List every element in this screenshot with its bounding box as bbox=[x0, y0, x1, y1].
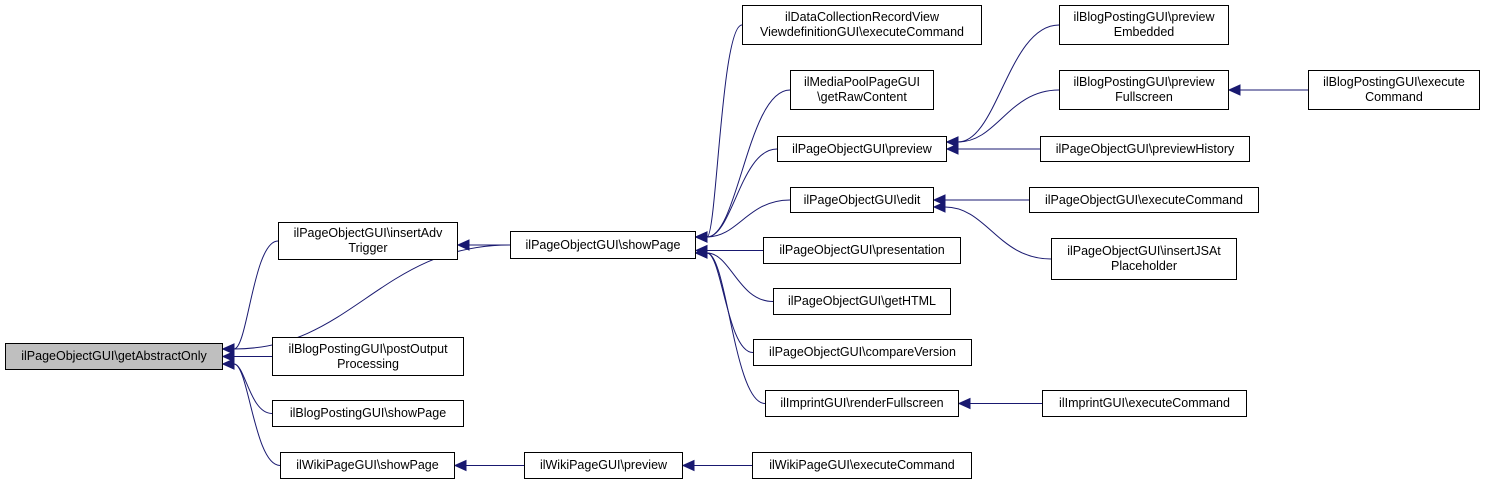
node-getAbstractOnly[interactable]: ilPageObjectGUI\getAbstractOnly bbox=[5, 343, 223, 370]
node-previewHistory[interactable]: ilPageObjectGUI\previewHistory bbox=[1040, 136, 1250, 162]
node-preview[interactable]: ilPageObjectGUI\preview bbox=[777, 136, 947, 162]
node-label-line: ilBlogPostingGUI\execute bbox=[1323, 75, 1465, 89]
arrowhead-icon bbox=[945, 136, 959, 148]
node-presentation[interactable]: ilPageObjectGUI\presentation bbox=[763, 237, 961, 264]
node-label-line: ilPageObjectGUI\insertJSAt bbox=[1067, 244, 1221, 258]
node-blogShowPage[interactable]: ilBlogPostingGUI\showPage bbox=[272, 400, 464, 427]
node-label-line: ilPageObjectGUI\showPage bbox=[525, 237, 681, 252]
node-label-line: ilPageObjectGUI\previewHistory bbox=[1055, 141, 1235, 156]
node-wikiExecuteCommand[interactable]: ilWikiPageGUI\executeCommand bbox=[752, 452, 972, 479]
node-showPage[interactable]: ilPageObjectGUI\showPage bbox=[510, 231, 696, 259]
edge-blogPreviewFullscreen-to-preview bbox=[957, 89, 1060, 143]
node-label-line: ilPageObjectGUI\compareVersion bbox=[769, 345, 956, 359]
node-label-line: Embedded bbox=[1113, 25, 1175, 39]
node-label-line: Command bbox=[1365, 90, 1423, 104]
node-label-line: Fullscreen bbox=[1115, 90, 1173, 104]
node-label-line: ilPageObjectGUI\preview bbox=[792, 141, 932, 156]
node-wikiShowPage[interactable]: ilWikiPageGUI\showPage bbox=[280, 452, 455, 479]
arrowhead-icon bbox=[1227, 84, 1241, 96]
node-mediaPool[interactable]: ilMediaPoolPageGUI\getRawContent bbox=[790, 70, 934, 110]
arrowhead-icon bbox=[932, 201, 946, 213]
node-label-line: Trigger bbox=[348, 241, 388, 255]
edge-edit-to-showPage bbox=[706, 199, 791, 238]
node-label-line: \getRawContent bbox=[817, 90, 907, 104]
node-label-line: ilBlogPostingGUI\postOutput bbox=[288, 341, 448, 356]
arrowhead-icon bbox=[221, 350, 235, 363]
arrowhead-icon bbox=[694, 247, 708, 259]
node-getHTML[interactable]: ilPageObjectGUI\getHTML bbox=[773, 288, 951, 315]
edge-getHTML-to-showPage bbox=[706, 252, 774, 302]
edge-insertJSAtPlaceholder-to-edit bbox=[944, 206, 1052, 260]
node-label-line: ilBlogPostingGUI\preview bbox=[1073, 75, 1215, 89]
node-label-line: ilPageObjectGUI\edit bbox=[803, 192, 921, 207]
edge-wikiShowPage-to-getAbstractOnly bbox=[233, 363, 281, 466]
node-label-line: ilPageObjectGUI\insertAdv bbox=[293, 226, 443, 240]
arrowhead-icon bbox=[681, 459, 695, 472]
node-label-line: Placeholder bbox=[1110, 259, 1177, 273]
edge-blogShowPage-to-getAbstractOnly bbox=[233, 363, 273, 414]
edge-blogPreviewEmbedded-to-preview bbox=[957, 24, 1060, 143]
arrowhead-icon bbox=[453, 459, 467, 472]
node-label-line: ViewdefinitionGUI\executeCommand bbox=[759, 25, 965, 39]
edge-insertAdvTrigger-to-getAbstractOnly bbox=[233, 240, 279, 350]
node-compareVersion[interactable]: ilPageObjectGUI\compareVersion bbox=[753, 339, 972, 366]
edge-preview-to-showPage bbox=[706, 148, 778, 238]
node-label-line: ilDataCollectionRecordView bbox=[784, 10, 939, 24]
edge-compareVersion-to-showPage bbox=[706, 252, 754, 353]
node-label-line: ilPageObjectGUI\getAbstractOnly bbox=[21, 349, 207, 363]
arrowhead-icon bbox=[694, 231, 708, 243]
edge-dataCollection-to-showPage bbox=[706, 24, 743, 238]
edge-mediaPool-to-showPage bbox=[706, 89, 791, 238]
arrowhead-icon bbox=[957, 397, 971, 410]
node-label-line: ilMediaPoolPageGUI bbox=[803, 75, 921, 89]
arrowhead-icon bbox=[456, 239, 470, 251]
node-label-line: ilWikiPageGUI\executeCommand bbox=[769, 458, 955, 472]
node-executeCommand[interactable]: ilPageObjectGUI\executeCommand bbox=[1029, 187, 1259, 213]
node-edit[interactable]: ilPageObjectGUI\edit bbox=[790, 187, 934, 213]
node-label-line: ilBlogPostingGUI\preview bbox=[1073, 10, 1215, 24]
edge-renderFullscreen-to-showPage bbox=[706, 252, 766, 404]
arrowhead-icon bbox=[945, 143, 959, 155]
arrowhead-icon bbox=[221, 358, 235, 370]
node-label-line: ilImprintGUI\renderFullscreen bbox=[780, 396, 944, 410]
node-label-line: ilPageObjectGUI\getHTML bbox=[788, 294, 936, 308]
edge-showPage-to-getAbstractOnly bbox=[233, 244, 511, 350]
arrowhead-icon bbox=[221, 343, 235, 355]
node-renderFullscreen[interactable]: ilImprintGUI\renderFullscreen bbox=[765, 390, 959, 417]
node-label-line: Processing bbox=[337, 356, 399, 371]
node-label-line: ilBlogPostingGUI\showPage bbox=[289, 406, 447, 420]
node-imprintExecuteCommand[interactable]: ilImprintGUI\executeCommand bbox=[1042, 390, 1247, 417]
node-label-line: ilWikiPageGUI\showPage bbox=[296, 458, 439, 472]
node-wikiPreview[interactable]: ilWikiPageGUI\preview bbox=[524, 452, 683, 479]
node-label-line: ilPageObjectGUI\presentation bbox=[779, 243, 945, 257]
node-label-line: ilImprintGUI\executeCommand bbox=[1059, 396, 1230, 410]
node-label-line: ilWikiPageGUI\preview bbox=[539, 458, 668, 472]
arrowhead-icon bbox=[932, 194, 946, 206]
node-label-line: ilPageObjectGUI\executeCommand bbox=[1044, 192, 1243, 207]
